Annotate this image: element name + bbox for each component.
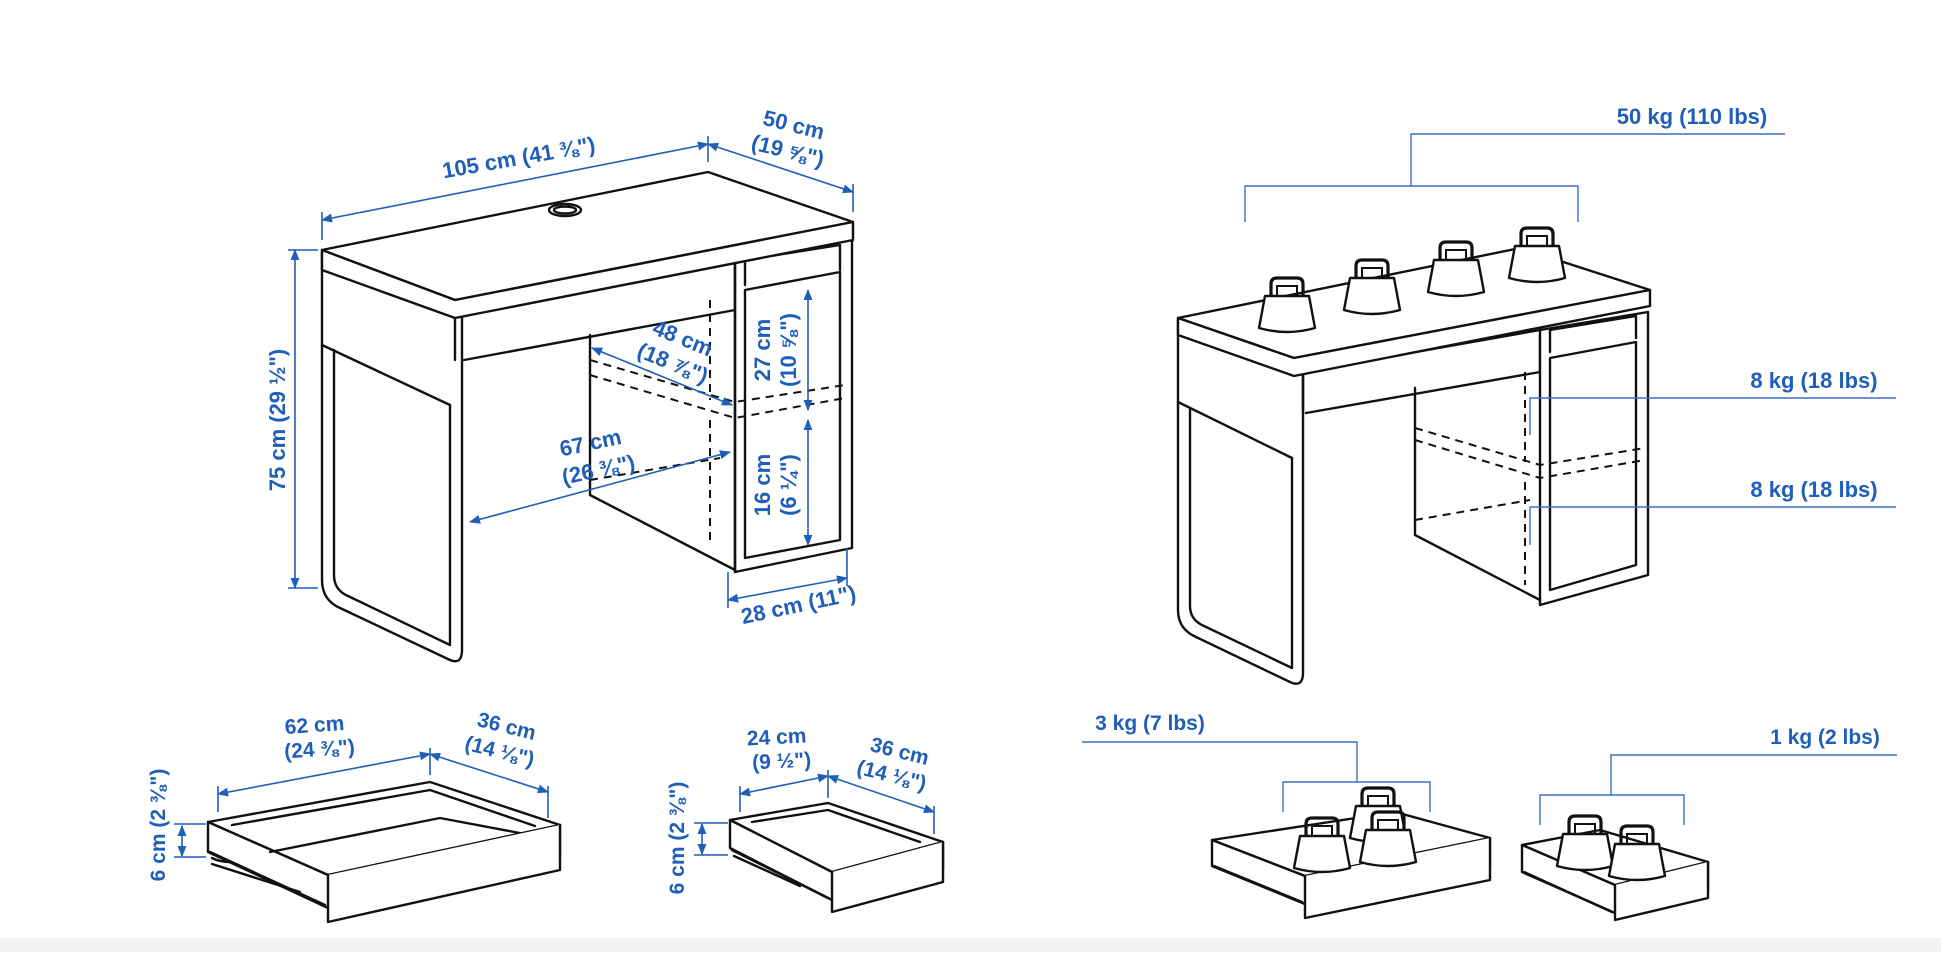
upper-shelf-load-label: 8 kg (18 lbs) [1750,368,1877,393]
desk-dimension-drawing: 105 cm (41 ⅜") 50 cm (19 ⅝") 75 cm (29 ½… [265,105,858,663]
desk-width-label: 105 cm (41 ⅜") [440,132,597,183]
large-drawer-dimension-drawing: 62 cm (24 ⅜") 36 cm (14 ⅛") 6 cm (2 ⅜") [147,708,562,924]
lower-shelf-load-label: 8 kg (18 lbs) [1750,477,1877,502]
small-drawer-load-label: 1 kg (2 lbs) [1770,726,1880,749]
small-drawer-height-label: 6 cm (2 ⅜") [666,782,689,895]
small-drawer-width-label-2: (9 ½") [752,748,812,774]
page-bottom-strip [0,938,1941,952]
shelf-upper-label-1: 27 cm [750,319,775,381]
desk-height-label: 75 cm (29 ½") [265,349,290,492]
large-drawer-load-drawing: 3 kg (7 lbs) [1082,712,1492,920]
desk-load-capacity-drawing: 50 kg (110 lbs) 8 kg (18 lbs) 8 kg (18 l… [1176,104,1896,685]
large-drawer-width-label-2: (24 ⅜") [284,736,356,764]
shelf-lower-label-1: 16 cm [750,454,775,516]
large-drawer-height-label: 6 cm (2 ⅜") [147,769,170,882]
large-drawer-width-label-1: 62 cm [284,712,345,739]
shelf-upper-label-2: (10 ⅝") [776,313,801,387]
tabletop-load-label: 50 kg (110 lbs) [1617,104,1767,129]
small-drawer-load-drawing: 1 kg (2 lbs) [1520,726,1897,922]
small-drawer-width-label-1: 24 cm [746,724,807,750]
small-drawer-dimension-drawing: 24 cm (9 ½") 36 cm (14 ⅛") 6 cm (2 ⅜") [666,724,945,914]
shelf-lower-label-2: (6 ¼") [776,454,801,516]
large-drawer-load-label: 3 kg (7 lbs) [1095,712,1205,735]
